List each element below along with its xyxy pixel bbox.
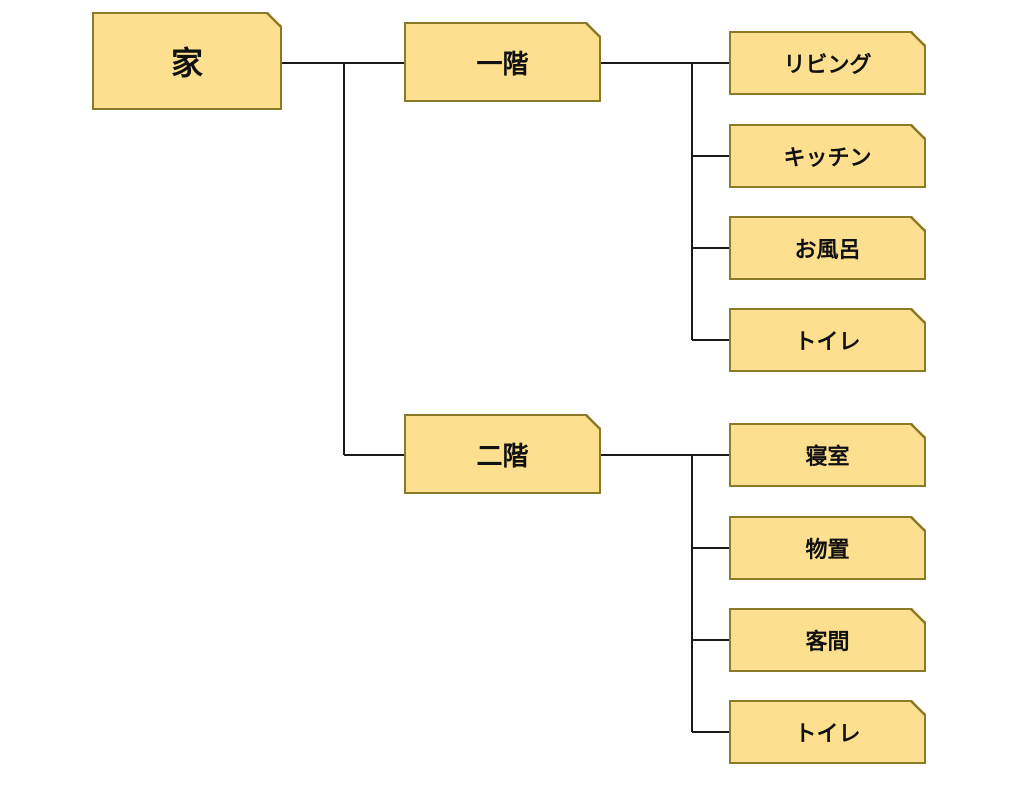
room-node: 物置 bbox=[729, 516, 926, 580]
floor-label: 一階 bbox=[476, 49, 529, 80]
root-label: 家 bbox=[170, 44, 203, 82]
room-node: リビング bbox=[729, 31, 926, 95]
root-node: 家 bbox=[92, 12, 282, 110]
room-node: トイレ bbox=[729, 700, 926, 764]
floor-label: 二階 bbox=[476, 441, 529, 472]
room-node: 客間 bbox=[729, 608, 926, 672]
room-node: キッチン bbox=[729, 124, 926, 188]
floor-node-1: 一階 bbox=[404, 22, 601, 102]
room-label: お風呂 bbox=[794, 238, 861, 263]
room-node: 寝室 bbox=[729, 423, 926, 487]
room-label: トイレ bbox=[794, 722, 861, 747]
room-label: トイレ bbox=[794, 330, 861, 355]
room-node: お風呂 bbox=[729, 216, 926, 280]
room-label: キッチン bbox=[783, 146, 872, 171]
room-label: リビング bbox=[783, 53, 872, 78]
floor-node-2: 二階 bbox=[404, 414, 601, 494]
room-label: 寝室 bbox=[805, 445, 850, 470]
room-label: 物置 bbox=[805, 538, 850, 563]
room-node: トイレ bbox=[729, 308, 926, 372]
room-label: 客間 bbox=[805, 630, 850, 655]
